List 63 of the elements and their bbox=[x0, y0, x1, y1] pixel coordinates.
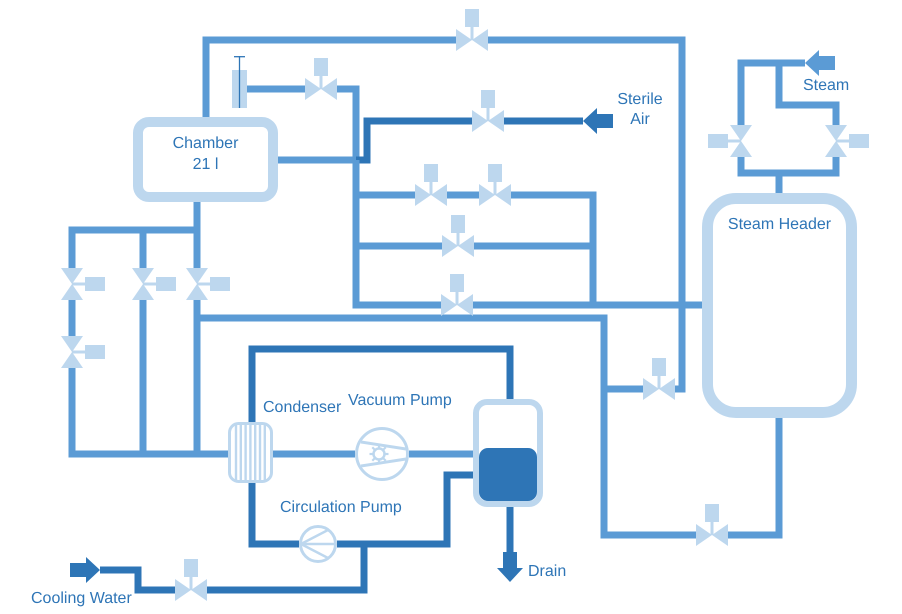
pipe bbox=[68, 226, 143, 268]
pipe bbox=[779, 157, 840, 176]
pipe bbox=[738, 157, 779, 176]
pipe bbox=[352, 195, 360, 246]
pipe bbox=[68, 368, 143, 458]
pipe bbox=[100, 566, 175, 594]
pipe bbox=[356, 118, 472, 164]
component-label: Drain bbox=[528, 562, 566, 582]
pipe bbox=[194, 300, 200, 318]
valve-icon bbox=[175, 559, 207, 601]
component-label: Vacuum Pump bbox=[348, 391, 452, 411]
pipe bbox=[506, 507, 514, 552]
component-label: Cooling Water bbox=[31, 589, 132, 609]
pipe bbox=[364, 472, 473, 548]
valve-icon bbox=[415, 164, 447, 206]
vessel bbox=[702, 193, 857, 418]
component-label: Circulation Pump bbox=[280, 498, 402, 518]
pipe bbox=[337, 540, 364, 548]
pipe bbox=[593, 302, 702, 308]
valve-icon bbox=[61, 336, 105, 368]
filter-icon bbox=[232, 56, 247, 108]
pipe bbox=[273, 450, 355, 458]
pipe bbox=[202, 36, 456, 117]
pipe bbox=[352, 160, 360, 195]
valve-icon bbox=[61, 268, 105, 300]
pipe bbox=[488, 36, 686, 392]
pipe bbox=[352, 246, 441, 308]
pipe bbox=[194, 230, 200, 268]
pipe bbox=[248, 483, 299, 548]
pipe bbox=[473, 302, 593, 308]
pipe bbox=[194, 202, 200, 230]
pipe bbox=[247, 86, 305, 92]
pipe bbox=[197, 450, 228, 458]
pipe bbox=[511, 192, 596, 246]
vessel-label: Chamber 21 l bbox=[172, 134, 240, 175]
valve-icon bbox=[472, 90, 504, 132]
pipe bbox=[728, 418, 782, 538]
valve-icon bbox=[825, 125, 869, 157]
valve-icon bbox=[479, 164, 511, 206]
component-label: Steam bbox=[803, 76, 850, 96]
valve-icon bbox=[696, 504, 728, 546]
valve-icon bbox=[441, 274, 473, 316]
pipe bbox=[779, 60, 805, 66]
pipe bbox=[738, 60, 779, 125]
valve-icon bbox=[132, 268, 176, 300]
component-label: Condenser bbox=[263, 398, 342, 418]
valve-icon bbox=[442, 215, 474, 257]
vessel bbox=[133, 117, 278, 202]
component-label: Sterile Air bbox=[616, 90, 664, 130]
pipe bbox=[68, 300, 76, 336]
pipe bbox=[447, 192, 479, 198]
pipe bbox=[504, 118, 583, 124]
valve-icon bbox=[305, 58, 337, 100]
pipe bbox=[600, 389, 696, 538]
valve-icon bbox=[456, 9, 488, 51]
pipe bbox=[409, 450, 473, 458]
pipe bbox=[143, 450, 197, 458]
pipe bbox=[248, 346, 514, 422]
vessel-label: Steam Header bbox=[728, 215, 832, 235]
tank-icon bbox=[473, 399, 543, 507]
valve-icon bbox=[186, 268, 230, 300]
valve-icon bbox=[643, 358, 675, 400]
valve-icon bbox=[708, 125, 752, 157]
